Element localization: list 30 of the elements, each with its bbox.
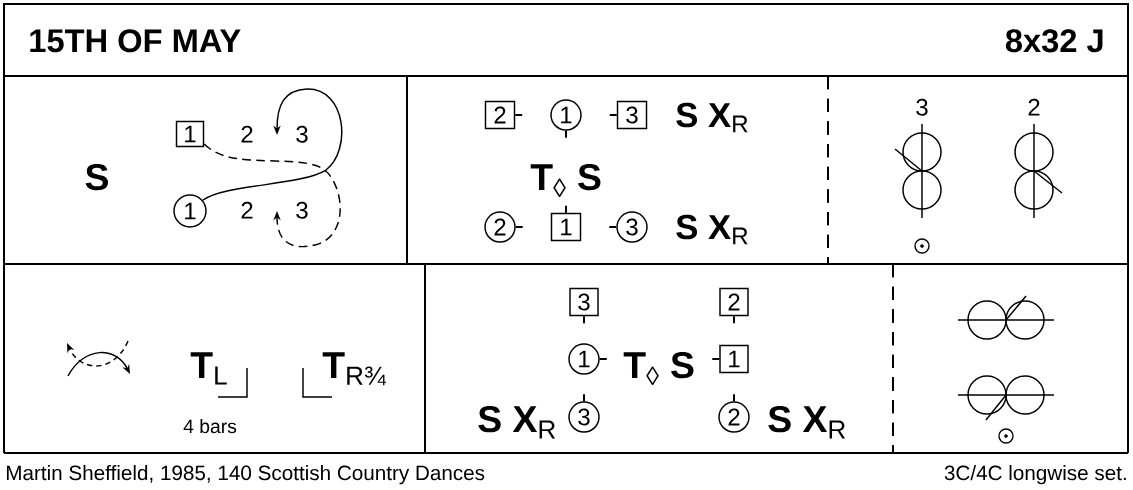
step-label: S X$_{R}$ — [478, 405, 556, 439]
dancer-number: 2 — [241, 201, 253, 219]
grid-cell — [892, 263, 1129, 454]
numbered-square: 1 — [175, 120, 205, 148]
numbered-square: 1 — [719, 344, 749, 374]
dancer-number: 3 — [296, 125, 308, 143]
dancer-number: 2 — [241, 125, 253, 143]
step-label: S — [85, 163, 108, 191]
dancer-number: 3 — [296, 201, 308, 219]
step-label: S X$_{R}$ — [676, 102, 748, 133]
title: 15TH OF MAY — [30, 29, 241, 53]
step-label: S X$_{R}$ — [768, 405, 846, 439]
step-label: S X$_{R}$ — [676, 214, 748, 245]
dancer-number: 3 — [916, 98, 928, 116]
turn-label: T$_{R¾}$ — [322, 352, 386, 386]
bar-count: 4 bars — [183, 419, 237, 434]
step-label: T$_{◊}$ S — [623, 351, 694, 385]
grid-cell — [424, 263, 894, 454]
grid-cell — [827, 75, 1129, 265]
numbered-square: 2 — [484, 100, 516, 130]
curved-arrow — [202, 88, 343, 201]
turn-label: T$_{L}$ — [190, 352, 227, 385]
numbered-square: 1 — [550, 212, 582, 242]
step-label: T$_{◊}$ S — [530, 163, 601, 197]
grid-cell — [3, 263, 426, 454]
numbered-square: 2 — [719, 287, 749, 317]
curved-arrow — [203, 143, 341, 248]
numbered-square: 3 — [616, 100, 648, 130]
dancer-number: 2 — [1028, 98, 1040, 116]
numbered-square: 3 — [569, 287, 599, 317]
